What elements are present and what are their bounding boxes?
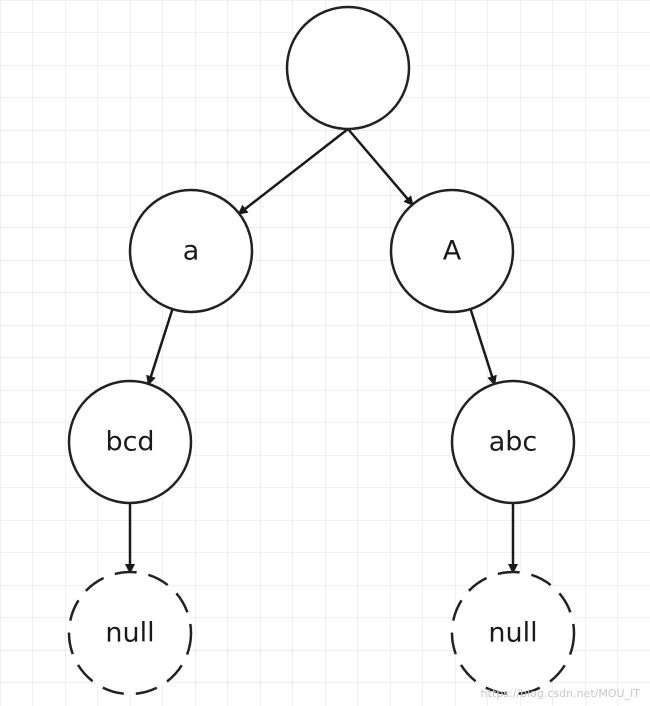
- node-circle-null-left: [67, 570, 193, 696]
- node-label-a: a: [183, 236, 200, 267]
- edge-root-to-A: [347, 128, 414, 207]
- node-a: a: [128, 188, 254, 314]
- node-A: A: [389, 188, 515, 314]
- edge-a-to-bcd: [146, 308, 174, 386]
- edge-A-to-abc: [469, 308, 497, 386]
- node-abc: abc: [450, 379, 576, 505]
- edge-root-to-a: [237, 128, 349, 215]
- node-label-abc: abc: [489, 427, 538, 458]
- node-circle-abc: [450, 379, 576, 505]
- node-circle-bcd: [67, 379, 193, 505]
- node-bcd: bcd: [67, 379, 193, 505]
- node-label-A: A: [443, 236, 462, 267]
- node-label-null-right: null: [488, 618, 537, 649]
- node-label-null-left: null: [105, 618, 154, 649]
- edges-layer: [125, 128, 518, 574]
- node-circle-null-right: [450, 570, 576, 696]
- node-null-right: null: [450, 570, 576, 696]
- node-circle-A: [389, 188, 515, 314]
- node-label-bcd: bcd: [105, 427, 154, 458]
- watermark-text: https://blog.csdn.net/MOU_IT: [481, 687, 641, 700]
- node-null-left: null: [67, 570, 193, 696]
- node-root: [285, 5, 411, 131]
- node-circle-a: [128, 188, 254, 314]
- node-circle-root: [285, 5, 411, 131]
